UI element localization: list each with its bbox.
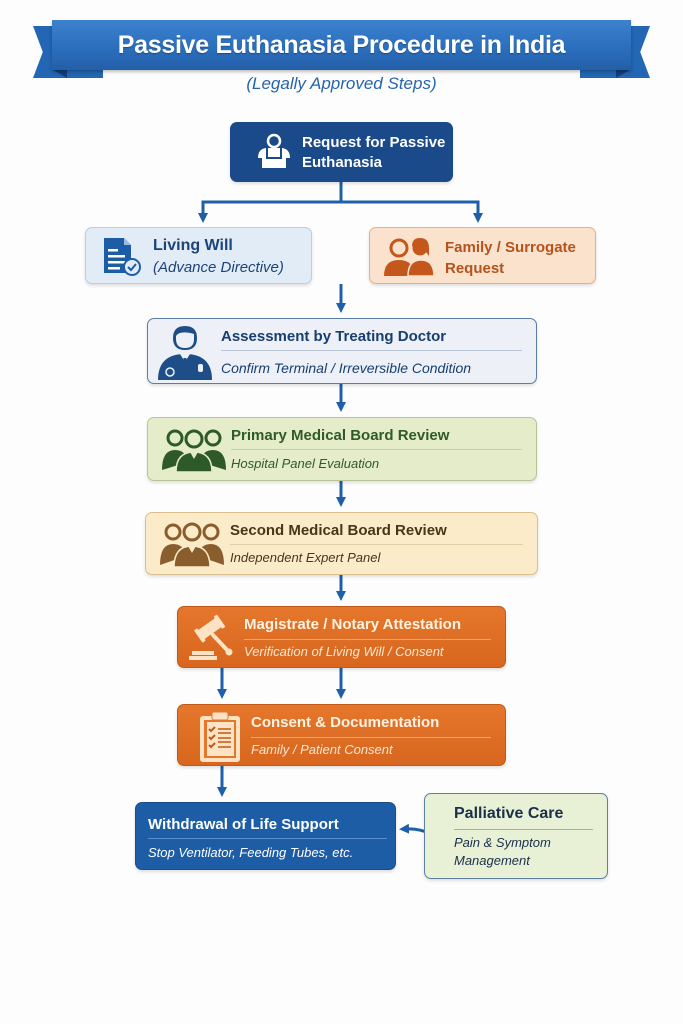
step-second-medical-board[interactable]: Second Medical Board Review Independent …: [145, 512, 538, 575]
step-second-medical-board-subtitle: Independent Expert Panel: [230, 550, 381, 565]
medical-team-icon: [162, 429, 226, 472]
step-withdrawal-life-support-title: Withdrawal of Life Support: [148, 816, 339, 833]
step-withdrawal-life-support-subtitle: Stop Ventilator, Feeding Tubes, etc.: [148, 845, 354, 860]
page-title: Passive Euthanasia Procedure in India: [117, 30, 566, 59]
clipboard-checklist-icon: [200, 711, 240, 762]
step-withdrawal-life-support[interactable]: Withdrawal of Life Support Stop Ventilat…: [135, 802, 396, 870]
step-palliative-care-title: Palliative Care: [454, 805, 564, 822]
title-banner: Passive Euthanasia Procedure in India: [52, 20, 631, 70]
divider: [230, 544, 523, 545]
step-consent-documentation-title: Consent & Documentation: [251, 714, 440, 731]
document-check-icon: [104, 238, 141, 276]
step-consent-documentation[interactable]: Consent & Documentation Family / Patient…: [177, 704, 506, 766]
connector-to-family: [341, 200, 483, 223]
step-second-medical-board-title: Second Medical Board Review: [230, 522, 447, 539]
step-primary-medical-board-title: Primary Medical Board Review: [231, 427, 450, 444]
step-doctor-assessment-subtitle: Confirm Terminal / Irreversible Conditio…: [221, 360, 472, 376]
step-living-will-subtitle: (Advance Directive): [153, 259, 284, 276]
step-family-request[interactable]: Family / Surrogate Request: [369, 227, 596, 284]
patient-icon: [258, 133, 290, 168]
divider: [454, 829, 593, 830]
family-icon: [384, 238, 435, 276]
divider: [221, 350, 522, 351]
page-subtitle: (Legally Approved Steps): [246, 74, 437, 93]
doctor-icon: [158, 326, 212, 380]
step-request[interactable]: Request for Passive Euthanasia: [230, 122, 453, 182]
step-doctor-assessment[interactable]: Assessment by Treating Doctor Confirm Te…: [147, 318, 537, 384]
gavel-icon: [189, 615, 233, 660]
step-primary-medical-board-subtitle: Hospital Panel Evaluation: [231, 456, 380, 471]
step-living-will-title: Living Will: [153, 237, 233, 254]
divider: [148, 838, 387, 839]
banner-fold-left: [53, 70, 67, 78]
divider: [244, 639, 491, 640]
step-magistrate-attestation[interactable]: Magistrate / Notary Attestation Verifica…: [177, 606, 506, 668]
step-doctor-assessment-title: Assessment by Treating Doctor: [221, 328, 447, 345]
step-request-title: Request for Passive Euthanasia: [302, 134, 446, 171]
step-palliative-care[interactable]: Palliative Care Pain & Symptom Managemen…: [424, 793, 608, 879]
step-living-will[interactable]: Living Will (Advance Directive): [85, 227, 312, 284]
step-magistrate-attestation-title: Magistrate / Notary Attestation: [244, 616, 461, 633]
divider: [231, 449, 522, 450]
step-family-request-title: Family / Surrogate Request: [445, 239, 576, 277]
step-consent-documentation-subtitle: Family / Patient Consent: [251, 742, 393, 757]
connector-to-living-will: [198, 200, 341, 223]
step-magistrate-attestation-subtitle: Verification of Living Will / Consent: [244, 644, 444, 659]
banner-fold-right: [616, 70, 630, 78]
step-palliative-care-subtitle: Pain & Symptom Management: [454, 835, 551, 868]
medical-team-icon: [160, 522, 224, 567]
step-primary-medical-board[interactable]: Primary Medical Board Review Hospital Pa…: [147, 417, 537, 481]
divider: [251, 737, 491, 738]
